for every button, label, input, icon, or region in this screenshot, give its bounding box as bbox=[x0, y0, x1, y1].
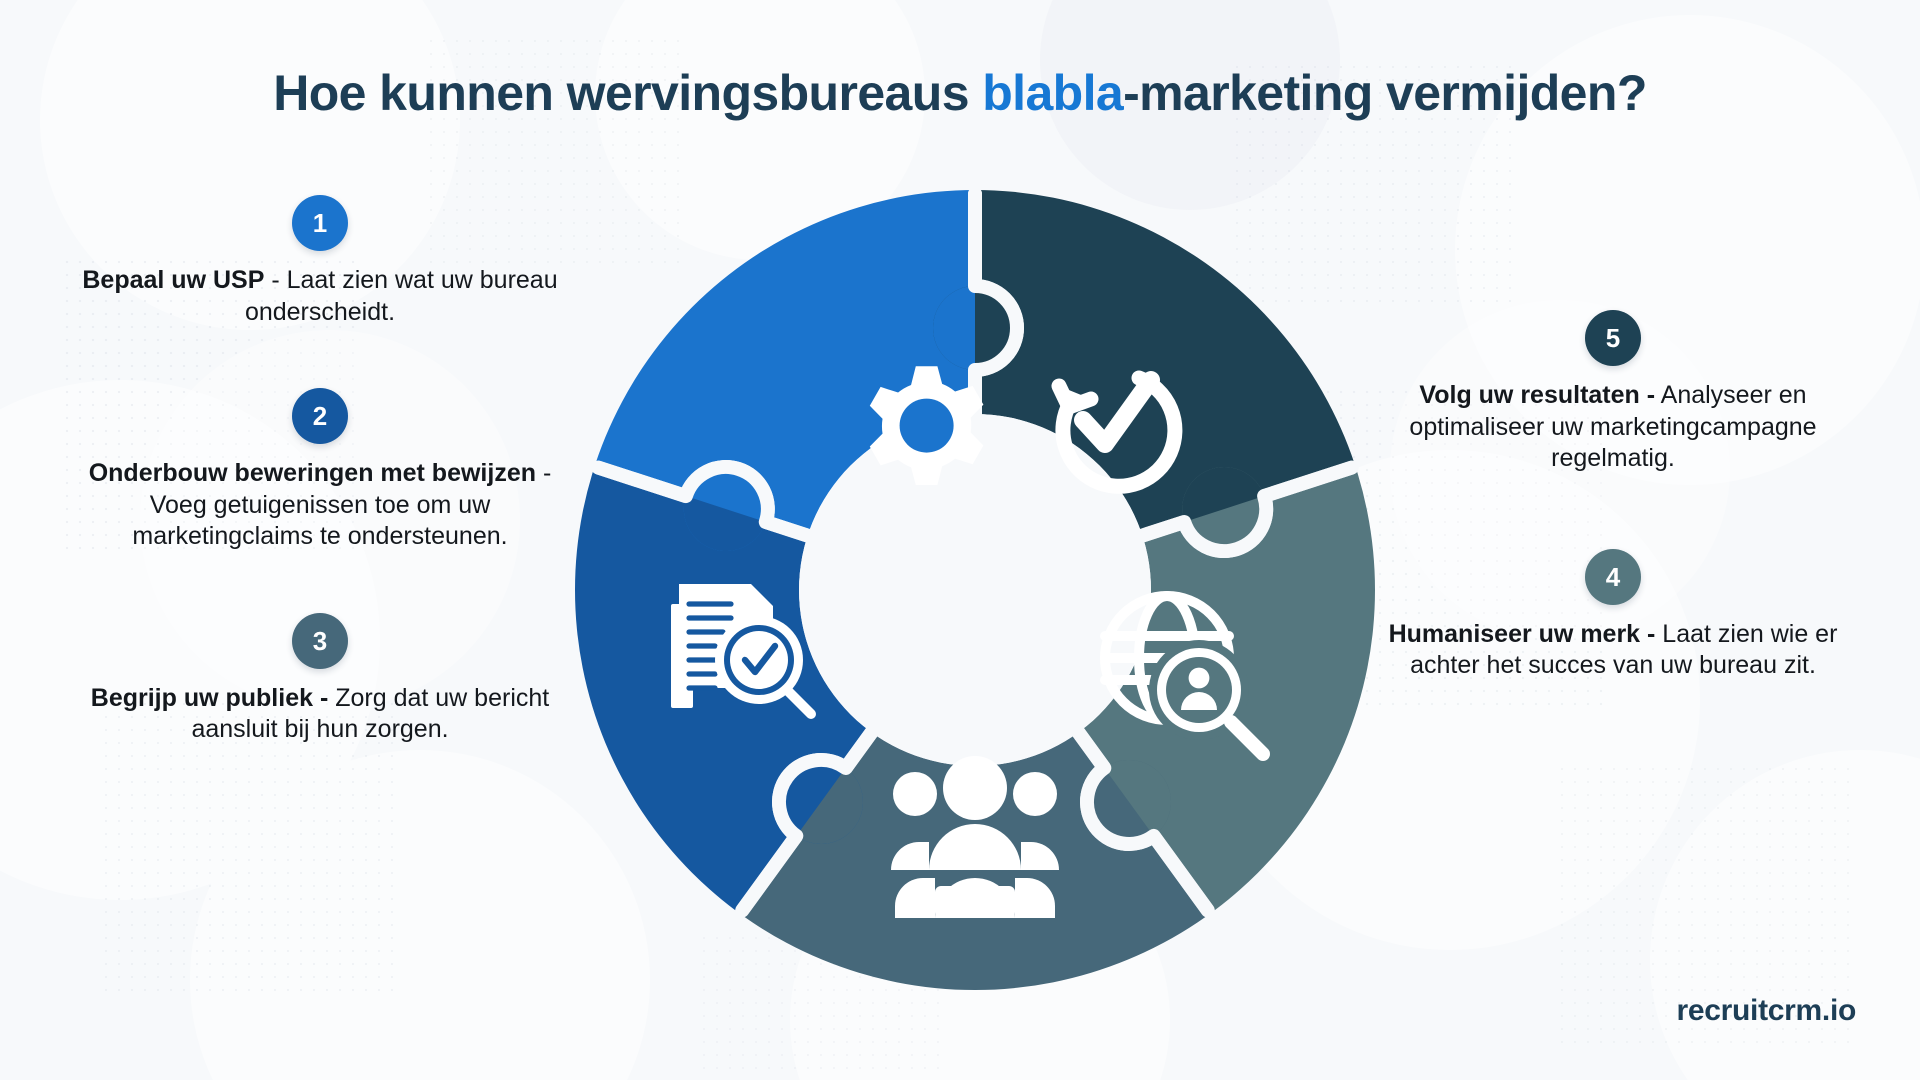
step-lead-5: Volg uw resultaten - bbox=[1419, 381, 1656, 409]
step-text-3: Begrijp uw publiek - Zorg dat uw bericht… bbox=[70, 683, 570, 746]
wheel-center-hole bbox=[799, 414, 1151, 766]
step-lead-4: Humaniseer uw merk - bbox=[1388, 619, 1656, 648]
left-steps-column: 1 Bepaal uw USP - Laat zien wat uw burea… bbox=[70, 195, 570, 746]
step-block-3: 3 Begrijp uw publiek - Zorg dat uw beric… bbox=[70, 612, 570, 746]
step-text-4: Humaniseer uw merk - Laat zien wie er ac… bbox=[1368, 619, 1858, 682]
step-badge-3: 3 bbox=[292, 612, 348, 669]
step-block-2: 2 Onderbouw beweringen met bewijzen - Vo… bbox=[70, 388, 570, 553]
step-badge-2: 2 bbox=[292, 388, 348, 444]
step-text-2: Onderbouw beweringen met bewijzen - Voeg… bbox=[70, 458, 570, 553]
step-block-5: 5 Volg uw resultaten - Analyseer en opti… bbox=[1368, 310, 1858, 475]
step-body-1: - Laat zien wat uw bureau onderscheidt. bbox=[244, 266, 558, 326]
title-before: Hoe kunnen wervingsbureaus bbox=[273, 64, 983, 121]
step-block-4: 4 Humaniseer uw merk - Laat zien wie er … bbox=[1368, 548, 1858, 682]
title-accent: blabla bbox=[982, 64, 1124, 121]
step-text-5: Volg uw resultaten - Analyseer en optima… bbox=[1368, 380, 1858, 475]
step-badge-1: 1 bbox=[292, 195, 348, 251]
step-block-1: 1 Bepaal uw USP - Laat zien wat uw burea… bbox=[70, 195, 570, 328]
step-lead-3: Begrijp uw publiek - bbox=[90, 683, 329, 712]
right-steps-column: 5 Volg uw resultaten - Analyseer en opti… bbox=[1368, 310, 1858, 682]
page-title: Hoe kunnen wervingsbureaus blabla-market… bbox=[0, 64, 1920, 122]
footer-logo: recruitcrm.io bbox=[1676, 994, 1857, 1027]
step-badge-4: 4 bbox=[1585, 548, 1641, 605]
step-badge-5: 5 bbox=[1585, 310, 1641, 366]
puzzle-wheel-diagram bbox=[575, 187, 1375, 990]
step-text-1: Bepaal uw USP - Laat zien wat uw bureau … bbox=[70, 265, 570, 328]
step-lead-2: Onderbouw beweringen met bewijzen bbox=[88, 459, 536, 487]
step-lead-1: Bepaal uw USP bbox=[82, 266, 265, 294]
title-after: -marketing vermijden? bbox=[1123, 64, 1647, 121]
